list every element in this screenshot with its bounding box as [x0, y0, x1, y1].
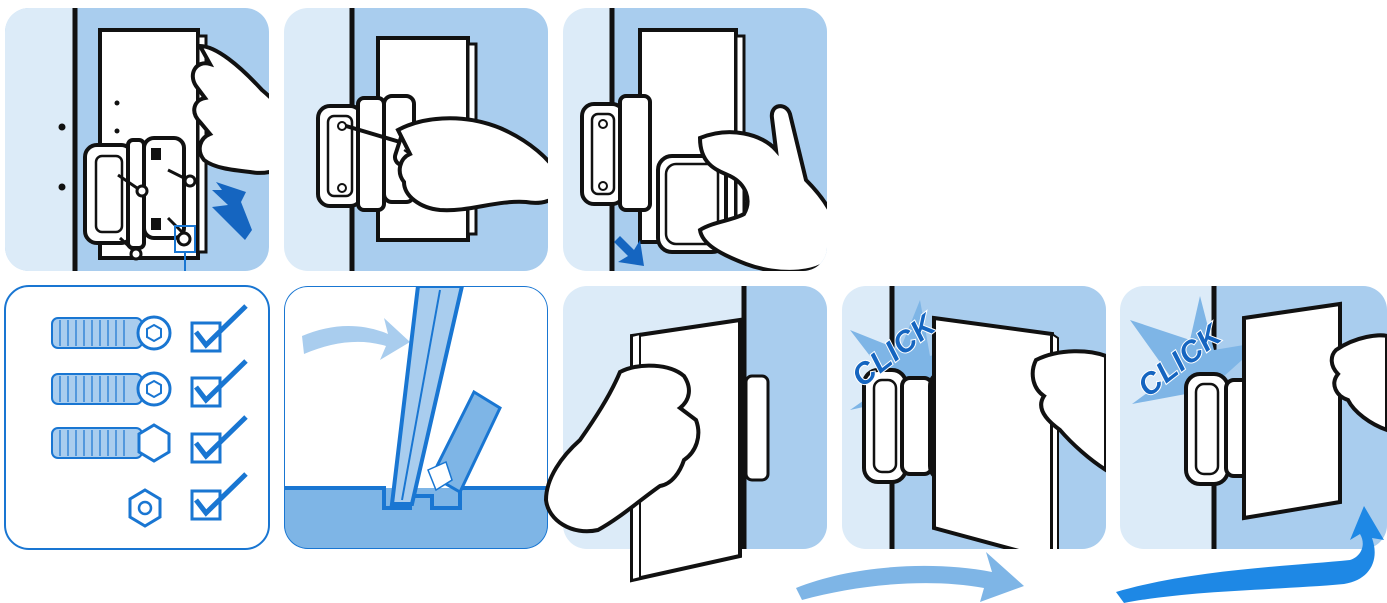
step-3-panel [563, 8, 838, 272]
step-2-panel [284, 8, 561, 271]
step-4-panel [5, 286, 269, 549]
step-7-panel [842, 286, 1106, 562]
door-panel-icon [1244, 304, 1340, 518]
step-5-panel [284, 286, 548, 549]
bolt-icon [52, 373, 170, 405]
door-panel-icon [934, 318, 1058, 562]
hinge-icon [582, 96, 650, 210]
nut-icon [130, 490, 160, 526]
step-8-panel [1120, 286, 1387, 549]
hinge-icon [85, 138, 184, 248]
bolt-icon [52, 317, 170, 349]
bolt-icon [52, 425, 169, 461]
step-1-panel [5, 8, 297, 271]
swing-arrow-icon [796, 552, 1024, 602]
